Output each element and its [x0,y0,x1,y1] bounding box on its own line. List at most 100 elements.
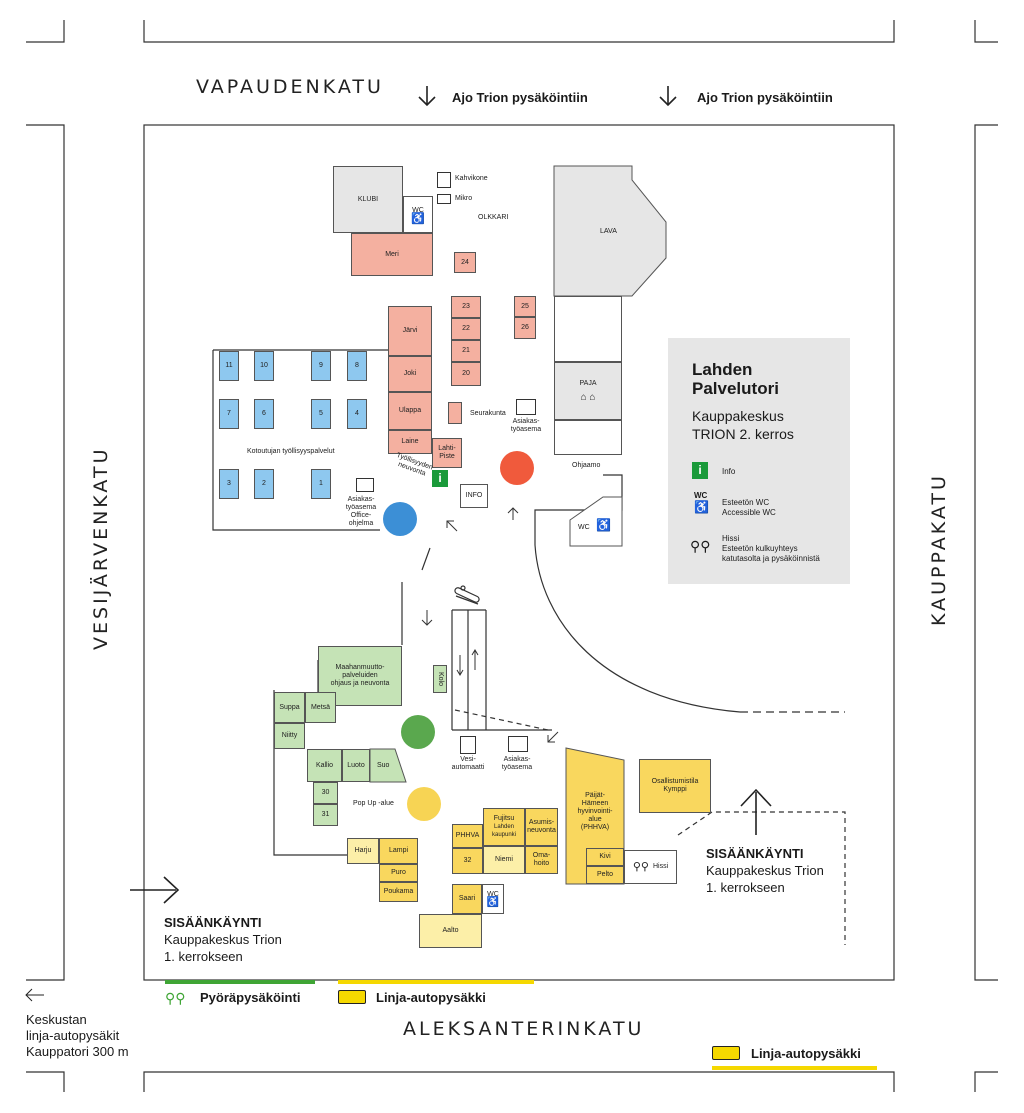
room-1: 1 [311,469,331,499]
room-suo-label: Suo [377,762,390,769]
room-10: 10 [254,351,274,381]
legend-wc-symbol: WC [694,491,708,500]
room-9: 9 [311,351,331,381]
blue-zone-dot [383,502,417,536]
room-3: 3 [219,469,239,499]
room-empty-right [554,296,622,362]
lava-label: LAVA [600,228,617,235]
bicycle-icon: ⚲⚲ [165,990,186,1006]
entrance-left-title: SISÄÄNKÄYNTI [164,915,262,930]
room-31: 31 [313,804,338,826]
room-23: 23 [451,296,481,318]
room-joki: Joki [388,356,432,392]
room-4: 4 [347,399,367,429]
room-8: 8 [347,351,367,381]
room-24: 24 [454,252,476,273]
seurakunta-box [448,402,462,424]
room-puro: Puro [379,864,418,882]
wc-bottom: WC♿ [482,884,504,914]
room-meri: Meri [351,233,433,276]
popup-label: Pop Up -alue [353,800,394,807]
room-laine: Laine [388,430,432,454]
room-paja: PAJA⌂ ⌂ [554,362,622,420]
microwave-icon [437,194,451,204]
legend-subtitle-2: TRION 2. kerros [692,426,794,442]
wc-right-label: WC [578,524,590,531]
room-asumisneuvonta: Asumis-neuvonta [525,808,558,846]
bus-stop-label-1: Linja-autopysäkki [376,990,486,1005]
bus-icon-2 [712,1046,740,1060]
legend-lift-label-2: Esteetön kulkuyhteys [722,544,798,553]
room-kolo: Kolo [433,665,447,693]
bus-stop-label-2: Linja-autopysäkki [751,1046,861,1061]
room-25: 25 [514,296,536,317]
legend-wc-label-2: Accessible WC [722,508,776,517]
bus-stop-bar-2 [712,1066,877,1070]
parking-direction-2: Ajo Trion pysäköintiin [697,90,833,105]
lift-icon: ⚲⚲ [632,861,649,873]
coffee-machine-icon [437,172,451,188]
accessible-wc-icon: ♿ [411,212,425,225]
room-pelto: Pelto [586,866,624,884]
ohjaamo-label: Ohjaamo [572,462,601,469]
bike-parking-label: Pyöräpysäköinti [200,990,301,1005]
room-kivi: Kivi [586,848,624,866]
bus-stop-bar-1 [338,980,534,984]
room-26: 26 [514,317,536,339]
vesiautomaatti-label: Vesi-automaatti [451,756,485,771]
room-niitty: Niitty [274,723,305,749]
street-east: KAUPPAKATU [928,473,950,626]
legend-lift-label-3: katutasolta ja pysäköinnistä [722,554,820,563]
room-22: 22 [451,318,481,340]
room-6: 6 [254,399,274,429]
legend-subtitle-1: Kauppakeskus [692,408,784,424]
room-21: 21 [451,340,481,362]
info-icon: i [432,470,448,487]
wc-top-label: WC [412,206,424,214]
room-20: 20 [451,362,481,386]
bike-parking-bar [165,980,315,984]
room-omahoito: Oma-hoito [525,846,558,874]
entrance-right-title: SISÄÄNKÄYNTI [706,846,804,861]
room-aalto: Aalto [419,914,482,948]
room-klubi: KLUBI [333,166,403,233]
lift-box: ⚲⚲Hissi [624,850,677,884]
legend-panel: Lahden Palvelutori Kauppakeskus TRION 2.… [668,338,850,584]
bus-icon-1 [338,990,366,1004]
room-kallio: Kallio [307,749,342,782]
room-5: 5 [311,399,331,429]
accessible-wc-right-icon: ♿ [596,518,611,532]
entrance-right-line1: Kauppakeskus Trion [706,863,824,878]
legend-accessible-wc-icon: ♿ [694,500,709,514]
asiakas-mid-label: Asiakas-työasema [501,756,533,771]
wc-top: WC♿ [403,196,433,233]
legend-info-label: Info [722,467,736,476]
room-metsa: Metsä [305,692,336,723]
legend-lift-icon: ⚲⚲ [690,538,711,554]
room-phhva: PHHVA [452,824,483,848]
room-2: 2 [254,469,274,499]
street-south: ALEKSANTERINKATU [403,1018,645,1040]
legend-info-icon: i [692,462,708,479]
room-30: 30 [313,782,338,804]
street-north: VAPAUDENKATU [196,76,384,98]
room-harju: Harju [347,838,379,864]
legend-title: Lahden Palvelutori [692,360,779,398]
asiakas-top-label: Asiakas-työasema [510,418,542,433]
yellow-zone-dot [407,787,441,821]
room-suppa: Suppa [274,692,305,723]
room-11: 11 [219,351,239,381]
info-desk: INFO [460,484,488,508]
room-saari: Saari [452,884,482,914]
room-ulappa: Ulappa [388,392,432,430]
room-jarvi: Järvi [388,306,432,356]
room-niemi: Niemi [483,846,525,874]
sewing-machine-icon: ⌂ ⌂ [580,392,596,403]
red-zone-dot [500,451,534,485]
workstation-icon [516,399,536,415]
workstation-left-icon [356,478,374,492]
